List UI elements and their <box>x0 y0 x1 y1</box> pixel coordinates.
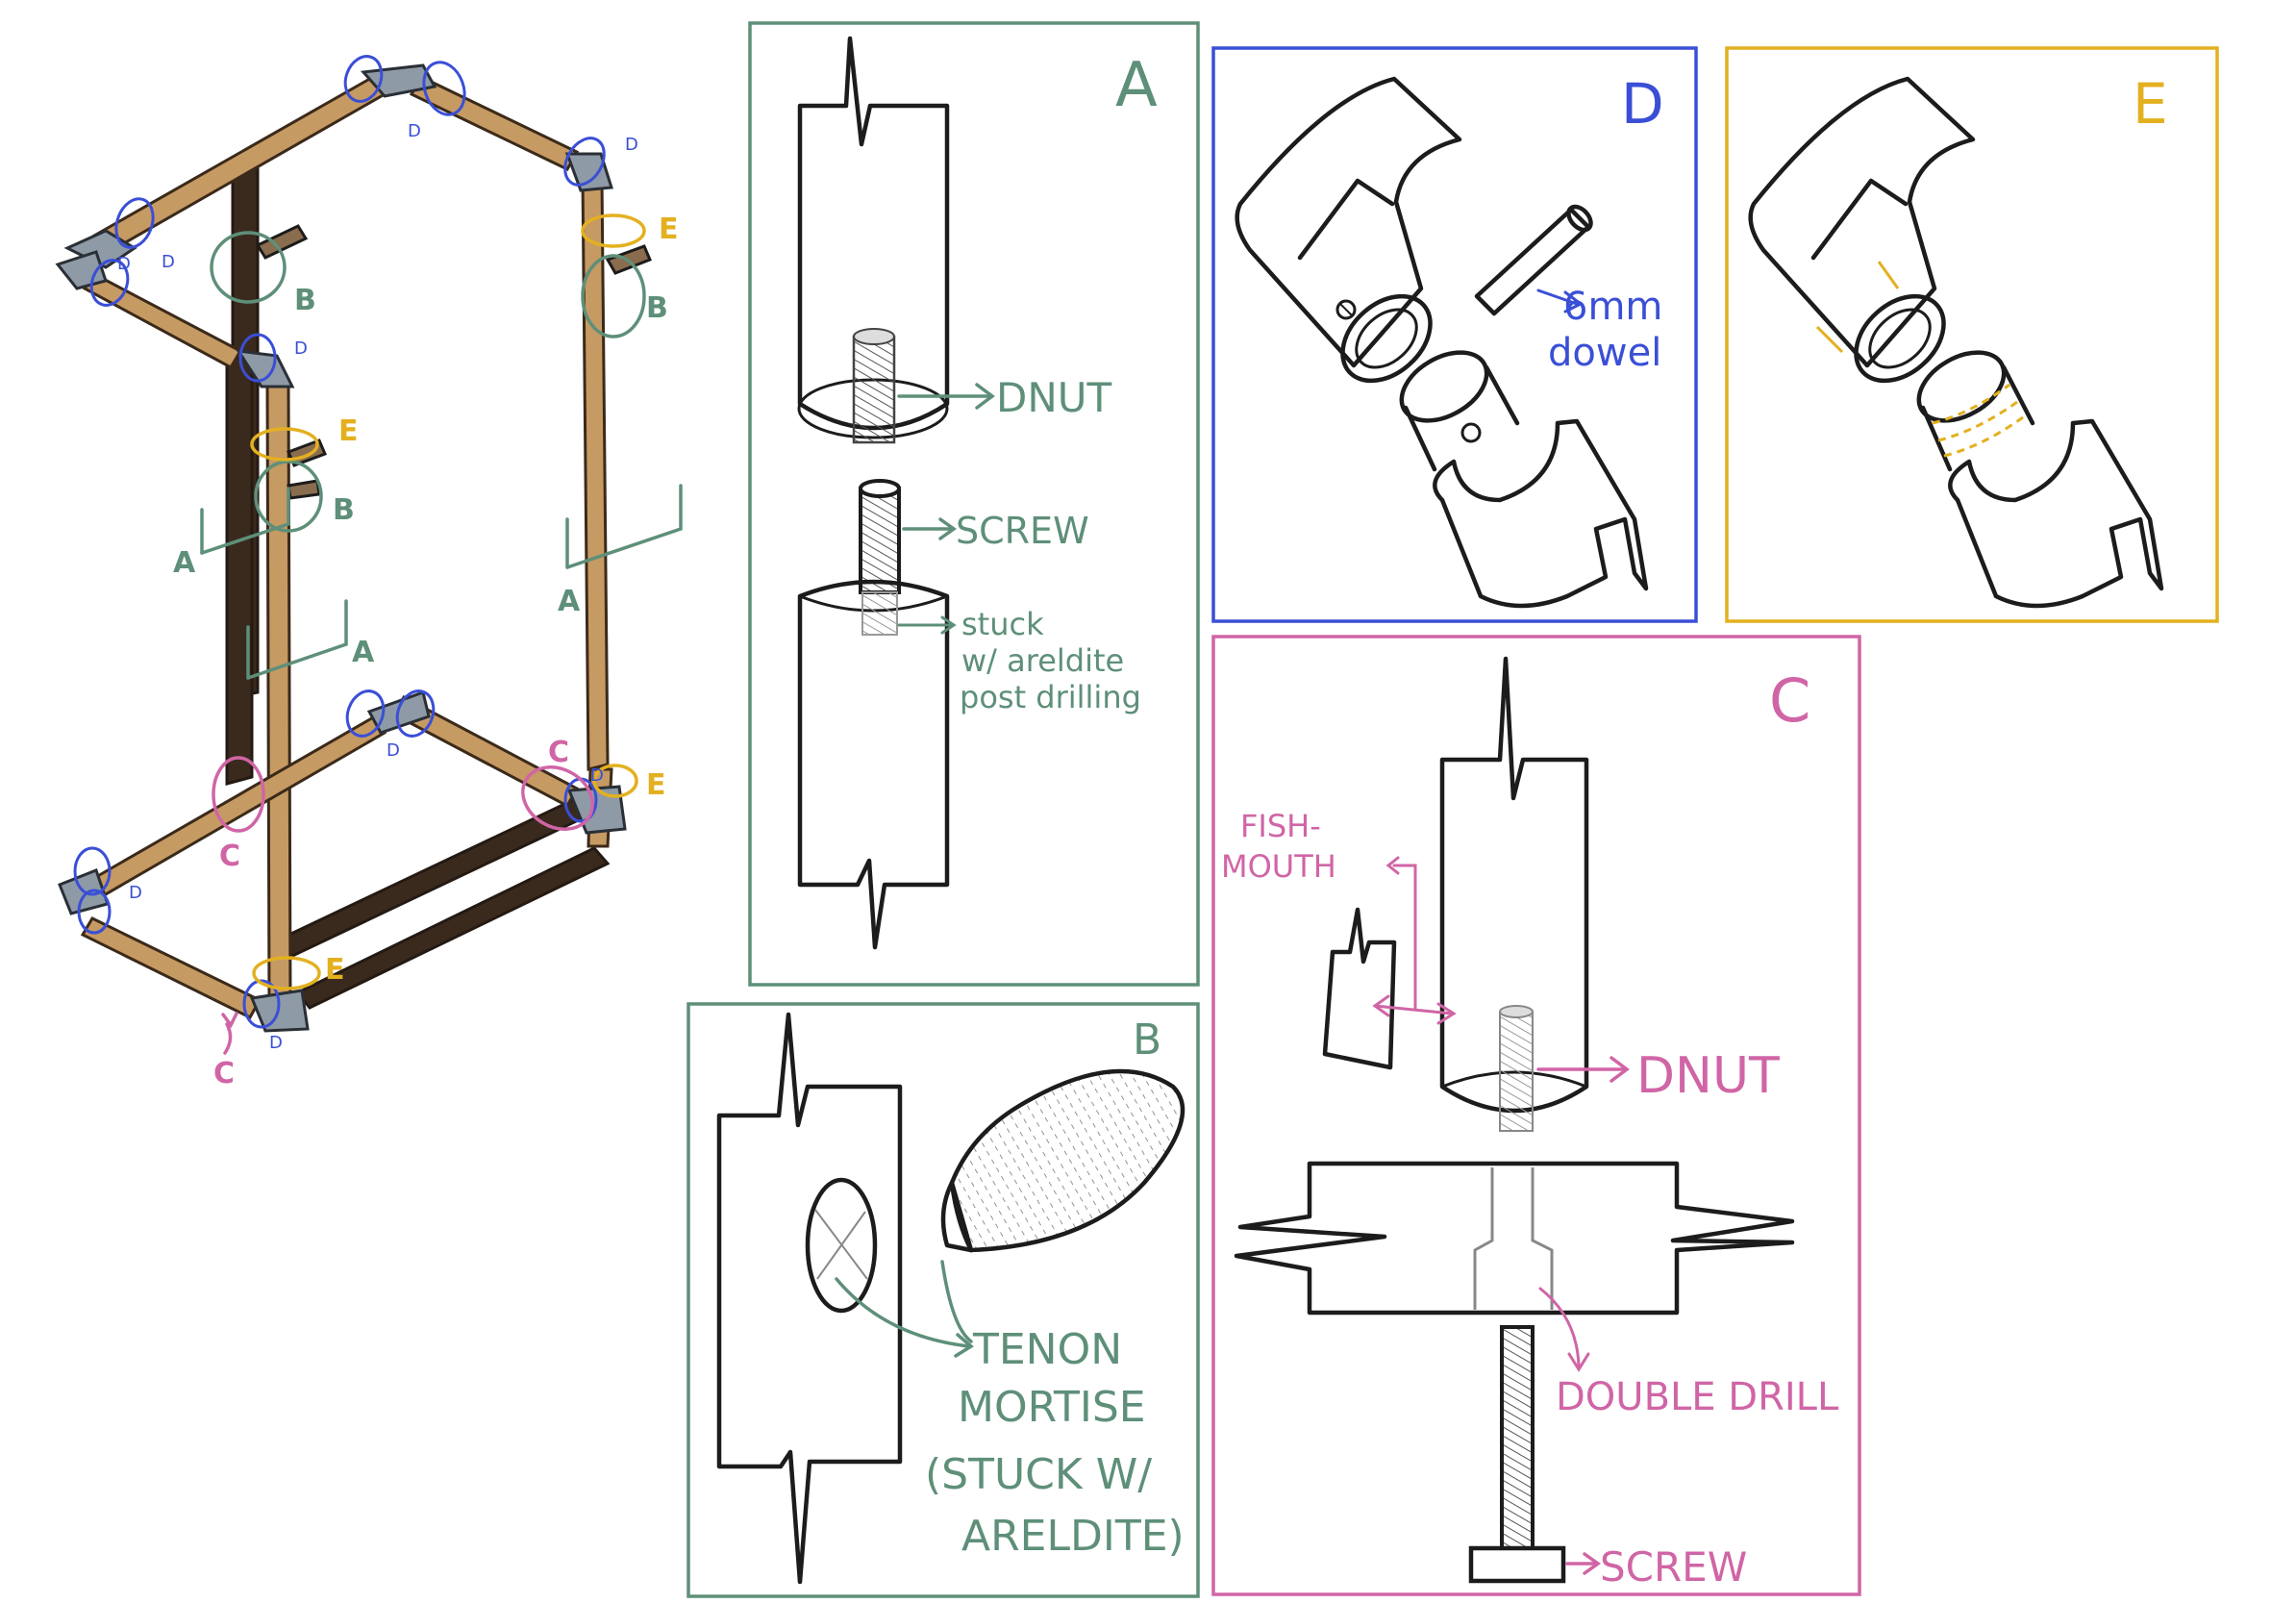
panel-a: A DNUT SCREW stuck <box>748 21 1200 987</box>
panel-a-letter: A <box>1115 50 1158 121</box>
panel-d-border <box>1211 46 1698 623</box>
note-line: stuck <box>961 606 1044 642</box>
panel-b: B TENON MORTISE (STUCK W/ ARELDITE) <box>686 1002 1200 1598</box>
panel-e-letter: E <box>2133 71 2168 137</box>
elbow-connector <box>1748 76 1976 384</box>
double-drill-arrow <box>1538 1287 1590 1372</box>
mortise-hole <box>805 1177 878 1314</box>
dowel <box>1474 204 1593 316</box>
a-section-arrows <box>200 484 683 680</box>
tenon-text: TENON <box>972 1325 1122 1374</box>
label-e: E <box>646 768 666 802</box>
e-joint-markers <box>250 213 646 990</box>
lower-connector <box>1399 350 1649 609</box>
panel-d: D 6mm dowel <box>1211 46 1698 623</box>
label-e: E <box>338 414 359 448</box>
label-e: E <box>659 213 679 246</box>
tenon-text: ARELDITE) <box>961 1512 1185 1561</box>
note-line: w/ areldite <box>961 642 1124 679</box>
panel-c-letter: C <box>1769 665 1810 736</box>
upper-cylinder <box>797 36 950 444</box>
dnut-arrow <box>1536 1056 1630 1083</box>
label-d: D <box>625 135 638 155</box>
panel-b-letter: B <box>1133 1015 1161 1065</box>
screw-arrow <box>902 517 958 540</box>
label-c: C <box>548 736 569 769</box>
screw-label: SCREW <box>1600 1543 1747 1591</box>
b-joint-markers <box>210 231 646 533</box>
tenon-arrows <box>835 1260 974 1358</box>
label-b: B <box>294 284 316 317</box>
tan-wood-members <box>80 75 613 1019</box>
dnut-label: DNUT <box>1636 1047 1780 1105</box>
label-d: D <box>590 765 604 786</box>
panel-d-letter: D <box>1621 71 1664 137</box>
panel-a-border <box>748 21 1200 987</box>
dnut-insert <box>1499 1011 1534 1132</box>
label-d: D <box>129 883 142 903</box>
label-d: D <box>269 1033 283 1053</box>
panel-c-border <box>1211 635 1861 1596</box>
panel-c: C FISH- MOUTH DNUT DO <box>1211 635 1861 1596</box>
label-c: C <box>213 1057 235 1090</box>
label-d: D <box>408 121 421 141</box>
upper-post <box>1439 656 1589 1114</box>
label-a: A <box>558 585 581 618</box>
double-drill-label: DOUBLE DRILL <box>1556 1375 1839 1419</box>
steel-connectors <box>55 63 627 1033</box>
label-c: C <box>219 840 240 873</box>
label-e: E <box>325 953 345 987</box>
frame-overview: B B B A A A E E E E C C C D D D D D D D … <box>55 55 683 1090</box>
d-joint-markers <box>73 55 606 1029</box>
tenon-peg <box>940 1068 1185 1253</box>
dnut-arrow <box>897 383 995 410</box>
panel-b-border <box>686 1002 1200 1598</box>
label-d: D <box>294 338 308 359</box>
fishmouth-piece <box>1322 907 1397 1070</box>
panel-e-border <box>1725 46 2219 623</box>
panel-e: E <box>1725 46 2219 623</box>
label-d: D <box>387 740 400 761</box>
tenon-text: MORTISE <box>958 1383 1146 1432</box>
lower-cylinder <box>797 479 950 950</box>
tenon-text: (STUCK W/ <box>925 1450 1152 1499</box>
label-a: A <box>352 636 375 669</box>
dnut-label: DNUT <box>996 374 1112 421</box>
note-line: post drilling <box>960 679 1141 715</box>
screw-label: SCREW <box>956 510 1089 552</box>
post <box>716 1012 903 1585</box>
fishmouth-label: MOUTH <box>1221 848 1336 885</box>
dowel-label: dowel <box>1548 331 1661 375</box>
board-section <box>1234 1161 1795 1316</box>
threaded-connector <box>1916 350 2164 609</box>
dark-wood-posts <box>225 157 611 1010</box>
glue-arrow <box>897 615 957 635</box>
screw-arrow <box>1565 1552 1602 1575</box>
fishmouth-label: FISH- <box>1240 808 1321 844</box>
dowel-arrow <box>1536 288 1584 313</box>
elbow-connector <box>1235 76 1462 384</box>
fishmouth-arrows <box>1372 856 1457 1025</box>
dowel-label: 6mm <box>1563 285 1662 329</box>
label-d: D <box>162 252 175 272</box>
label-b: B <box>646 291 668 325</box>
label-d: D <box>117 254 131 274</box>
label-a: A <box>173 546 196 580</box>
dnut-insert <box>852 335 896 444</box>
screw <box>1468 1325 1566 1584</box>
label-b: B <box>333 493 355 527</box>
c-joint-markers <box>212 756 594 1055</box>
